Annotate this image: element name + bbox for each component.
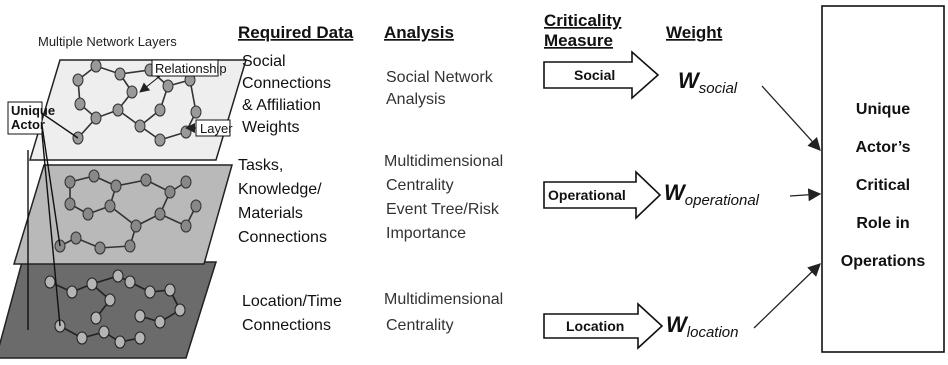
measure-arrow-operational <box>543 170 662 220</box>
middle-network-nodes <box>54 169 202 255</box>
result-box <box>821 5 945 353</box>
svg-text:Unique: Unique <box>856 101 910 118</box>
measure-arrow-social <box>543 50 660 100</box>
svg-text:Analysis: Analysis <box>386 91 446 108</box>
row-social: Social Connections & Affiliation Weights… <box>242 50 738 136</box>
svg-text:Materials: Materials <box>238 205 303 222</box>
actor-link-lines <box>27 111 79 330</box>
svg-text:Operational: Operational <box>548 187 626 203</box>
svg-text:Multidimensional: Multidimensional <box>384 291 503 308</box>
svg-text:Weights: Weights <box>242 119 300 136</box>
svg-text:Connections: Connections <box>242 75 331 92</box>
svg-text:Tasks,: Tasks, <box>238 157 283 174</box>
bottom-network-nodes <box>44 269 186 349</box>
svg-text:Layer: Layer <box>200 121 233 136</box>
header-criticality: Criticality <box>544 11 622 30</box>
header-measure: Measure <box>544 31 613 50</box>
svg-text:Centrality: Centrality <box>386 177 454 194</box>
unique-actor-label: Unique Actor <box>7 101 55 135</box>
svg-text:Connections: Connections <box>238 229 327 246</box>
svg-text:Knowledge/: Knowledge/ <box>238 181 322 198</box>
layer-label: Layer <box>185 119 233 137</box>
weight-connectors <box>753 85 822 329</box>
row-operational: Tasks, Knowledge/ Materials Connections … <box>238 153 760 246</box>
top-network-nodes <box>72 59 202 147</box>
svg-text:Importance: Importance <box>386 225 466 242</box>
svg-text:Critical: Critical <box>856 177 910 194</box>
svg-text:Location/Time: Location/Time <box>242 293 342 310</box>
svg-text:Multidimensional: Multidimensional <box>384 153 503 170</box>
svg-text:Event Tree/Risk: Event Tree/Risk <box>386 201 500 218</box>
svg-text:Actor: Actor <box>11 117 45 132</box>
svg-text:& Affiliation: & Affiliation <box>242 97 321 114</box>
relationship-label: Relationship <box>139 59 227 93</box>
svg-text:Social Network: Social Network <box>386 69 494 86</box>
weight-social: Wsocial <box>678 68 738 97</box>
svg-text:Unique: Unique <box>11 103 55 118</box>
result-box-text: Unique Actor’s Critical Role in Operatio… <box>841 101 926 270</box>
svg-text:Social: Social <box>242 53 286 70</box>
svg-text:Relationship: Relationship <box>155 61 227 76</box>
svg-text:Connections: Connections <box>242 317 331 334</box>
svg-text:Role in: Role in <box>856 215 909 232</box>
header-required-data: Required Data <box>238 23 354 42</box>
weight-location: Wlocation <box>666 312 738 341</box>
header-weight: Weight <box>666 23 723 42</box>
svg-text:Social: Social <box>574 67 615 83</box>
layers-title: Multiple Network Layers <box>38 34 177 49</box>
layer-plane-middle <box>12 164 233 265</box>
measure-arrow-location <box>543 302 664 350</box>
svg-text:Operations: Operations <box>841 253 926 270</box>
row-location: Location/Time Connections Multidimension… <box>242 291 738 350</box>
weight-operational: Woperational <box>664 180 760 209</box>
svg-text:Actor’s: Actor’s <box>855 139 910 156</box>
svg-text:Centrality: Centrality <box>386 317 454 334</box>
svg-text:Location: Location <box>566 318 624 334</box>
header-analysis: Analysis <box>384 23 454 42</box>
